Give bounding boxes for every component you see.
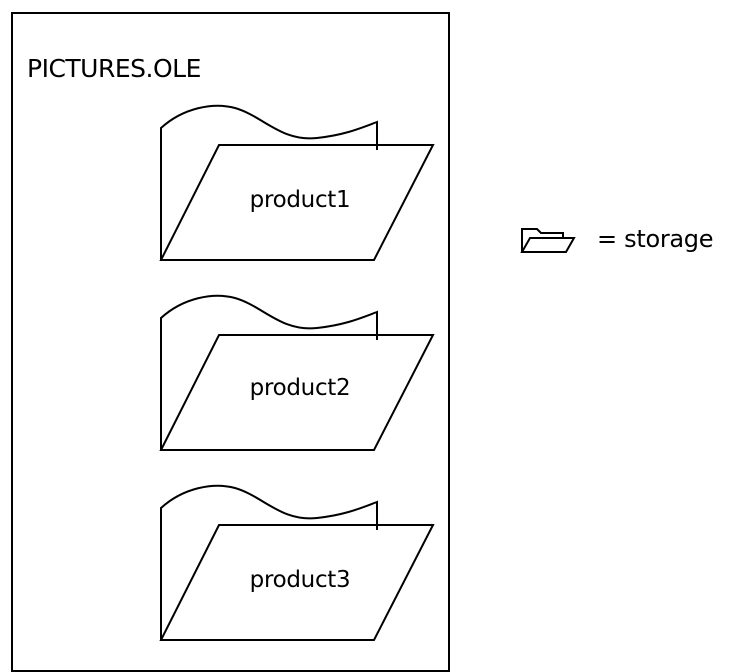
storage-label: product1 (249, 187, 351, 213)
container-title: PICTURES.OLE (27, 54, 201, 83)
storage-folder: product2 (155, 290, 445, 460)
folder-icon (159, 294, 435, 451)
legend-folder-icon (519, 224, 577, 254)
storage-label: product3 (249, 567, 351, 593)
legend-text: = storage (597, 225, 714, 253)
legend: = storage (519, 220, 741, 260)
storage-folder: product1 (155, 100, 445, 270)
storage-folder: product3 (155, 480, 445, 650)
storage-label: product2 (249, 375, 351, 401)
folder-icon (159, 104, 435, 261)
folder-icon (159, 484, 435, 641)
